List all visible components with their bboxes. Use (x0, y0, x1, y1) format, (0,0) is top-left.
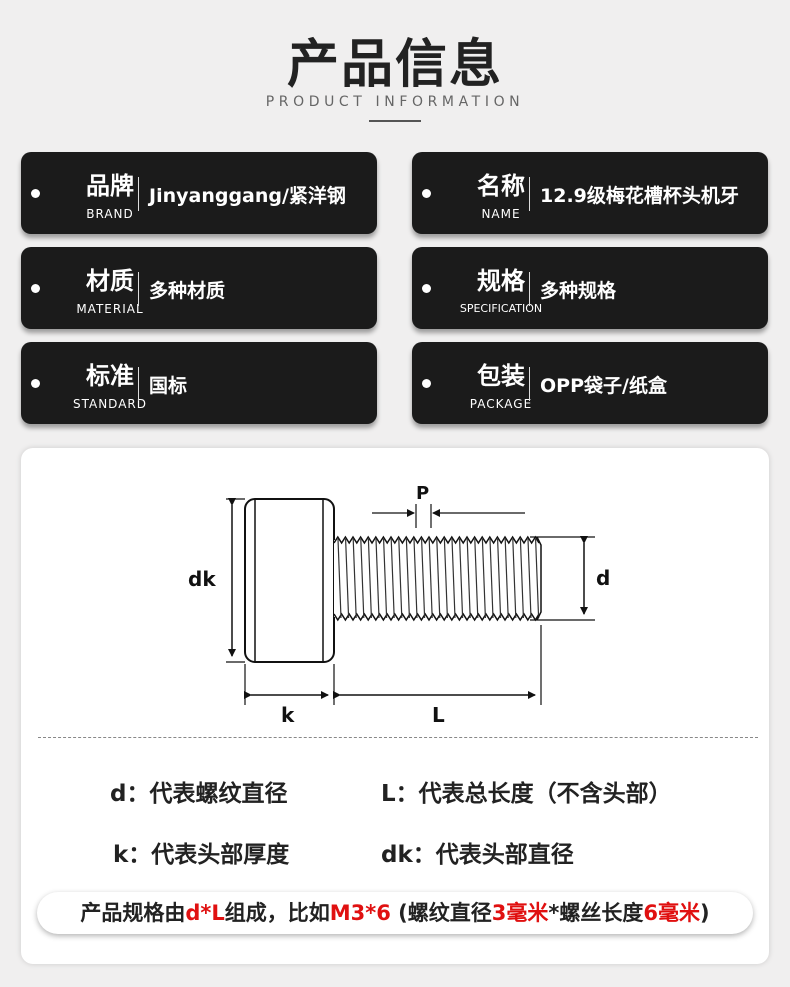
card-label-en: NAME (481, 207, 521, 221)
k-label: k (281, 703, 295, 727)
screw-head (244, 498, 335, 663)
definition-d: d：代表螺纹直径 (110, 781, 288, 807)
info-card-material: 材质 MATERIAL 多种材质 (21, 247, 377, 329)
d-label: d (596, 566, 610, 590)
info-card-brand: 品牌 BRAND Jinyanggang/紧洋钢 (21, 152, 377, 234)
note-text: (螺纹直径 (390, 901, 492, 925)
card-label: 材质 (86, 267, 134, 295)
card-label-en: BRAND (86, 207, 134, 221)
info-card-standard: 标准 STANDARD 国标 (21, 342, 377, 424)
note-text: *螺丝长度 (548, 901, 644, 925)
bullet-icon (31, 189, 40, 198)
dimension-panel (21, 448, 769, 964)
card-value: OPP袋子/纸盒 (540, 375, 667, 397)
divider (138, 177, 139, 211)
l-label: L (432, 703, 445, 727)
screw-thread (333, 535, 542, 622)
bullet-icon (31, 284, 40, 293)
card-label-en: PACKAGE (469, 397, 533, 411)
card-value: Jinyanggang/紧洋钢 (149, 185, 346, 207)
card-label: 品牌 (86, 172, 134, 200)
divider (138, 272, 139, 306)
card-value: 多种规格 (540, 280, 617, 302)
card-label: 包装 (477, 362, 525, 390)
note-highlight: 3毫米 (491, 901, 549, 925)
note-text: 组成，比如 (224, 901, 330, 925)
title-underline (369, 120, 421, 122)
bullet-icon (31, 379, 40, 388)
page-subtitle: PRODUCT INFORMATION (265, 94, 525, 110)
note-text: 产品规格由 (80, 901, 186, 925)
info-card-name: 名称 NAME 12.9级梅花槽杯头机牙 (412, 152, 768, 234)
divider (529, 272, 530, 306)
dashed-divider (38, 737, 758, 738)
card-label: 规格 (477, 267, 525, 295)
p-label: P (416, 483, 429, 504)
card-value: 国标 (149, 375, 188, 397)
dk-label: dk (188, 567, 216, 591)
note-highlight: 6毫米 (643, 901, 701, 925)
card-label-en: MATERIAL (76, 302, 144, 316)
card-label-en: STANDARD (72, 397, 148, 411)
definition-l: L：代表总长度（不含头部） (381, 781, 672, 807)
card-label: 标准 (86, 362, 134, 390)
info-card-package: 包装 PACKAGE OPP袋子/纸盒 (412, 342, 768, 424)
definition-dk: dk：代表头部直径 (381, 842, 574, 868)
spec-note: 产品规格由d*L组成，比如M3*6 (螺纹直径3毫米*螺丝长度6毫米) (37, 892, 753, 934)
page-title: 产品信息 (286, 35, 503, 95)
card-value: 12.9级梅花槽杯头机牙 (540, 185, 739, 207)
bullet-icon (422, 379, 431, 388)
card-label-en: SPECIFICATION (459, 302, 543, 315)
note-highlight: M3*6 (329, 901, 391, 925)
bullet-icon (422, 284, 431, 293)
divider (529, 177, 530, 211)
divider (138, 367, 139, 401)
card-value: 多种材质 (149, 280, 226, 302)
info-card-specification: 规格 SPECIFICATION 多种规格 (412, 247, 768, 329)
note-highlight: d*L (185, 901, 225, 925)
divider (529, 367, 530, 401)
bullet-icon (422, 189, 431, 198)
definition-k: k：代表头部厚度 (113, 842, 290, 868)
note-text: ) (700, 901, 710, 925)
card-label: 名称 (477, 172, 525, 200)
